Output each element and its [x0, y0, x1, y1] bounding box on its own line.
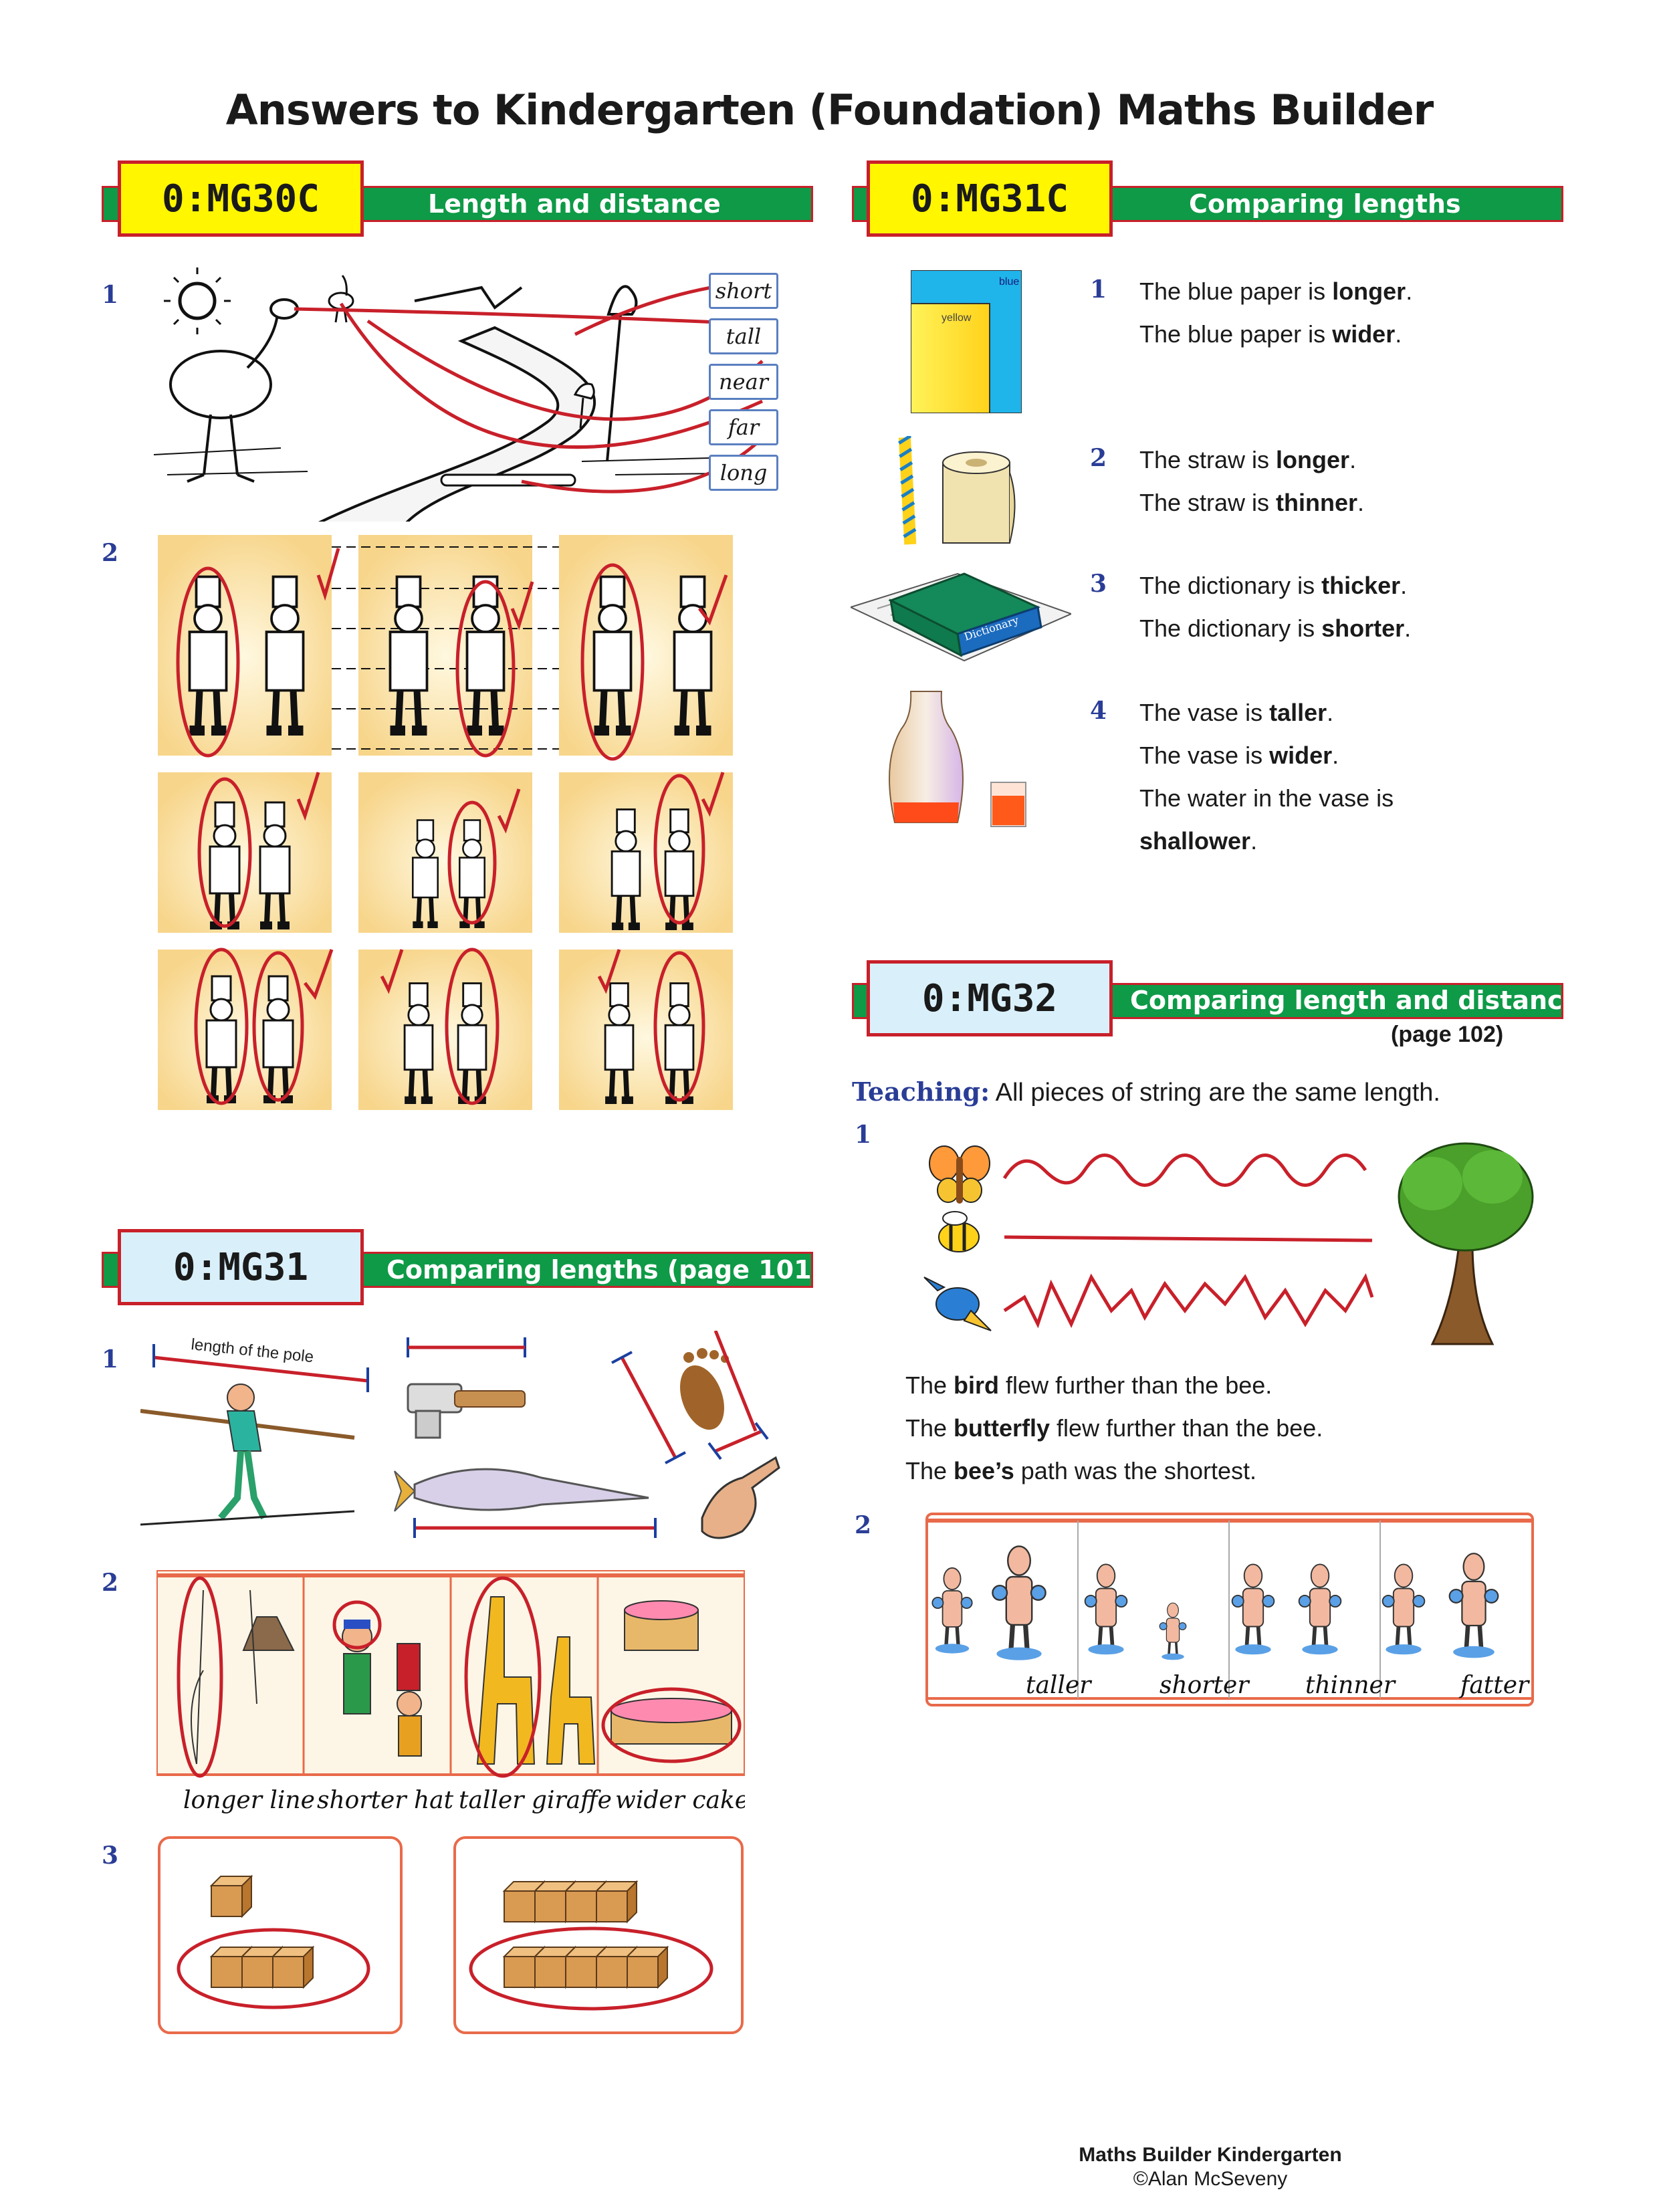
word-card: near — [709, 364, 778, 400]
question-number: 2 — [102, 539, 119, 567]
blue-paper-label: blue — [999, 276, 1019, 288]
question-number: 1 — [102, 281, 119, 309]
cake-panel — [611, 1600, 732, 1745]
cube-comparison-panels — [158, 1836, 744, 2034]
question-number: 2 — [855, 1511, 872, 1539]
q2-label: shorter — [1159, 1672, 1250, 1699]
footprint-icon — [680, 1348, 729, 1430]
section-code-mg32: 0:MG32 — [867, 960, 1113, 1036]
teaching-text: All pieces of string are the same length… — [995, 1079, 1440, 1107]
question-number: 3 — [102, 1842, 119, 1870]
fishing-panel — [191, 1589, 295, 1765]
length-measure-pictures: length of the pole — [140, 1331, 780, 1539]
page-reference: (page 102) — [1391, 1022, 1504, 1047]
robot-comparison-panels: taller shorter thinner fatter — [925, 1513, 1534, 1706]
section-title-mg31: Comparing lengths (page 101) — [386, 1255, 823, 1285]
straw-and-roll — [898, 436, 1016, 545]
word-card: short — [709, 273, 778, 309]
q2-label: longer line — [183, 1787, 315, 1814]
length-distance-scene — [153, 267, 764, 522]
q2-label: taller — [1026, 1672, 1092, 1699]
fish-icon — [394, 1468, 649, 1512]
sun-icon — [164, 267, 231, 334]
answer-line: The dictionary is shorter. — [1139, 615, 1412, 642]
mushroom-tall — [606, 285, 638, 462]
answer-line: The vase is wider. — [1139, 742, 1339, 769]
flight-paths-picture — [923, 1142, 1534, 1345]
q2-label: fatter — [1458, 1672, 1530, 1699]
pole-label: length of the pole — [190, 1335, 314, 1366]
giraffe-panel — [476, 1596, 596, 1765]
pointing-hand-icon — [701, 1456, 780, 1539]
dictionary-on-newspaper: Dictionary — [851, 572, 1071, 662]
question-number: 2 — [102, 1569, 119, 1597]
section-code-mg31: 0:MG31 — [118, 1229, 364, 1305]
q2-label: shorter hat — [317, 1787, 454, 1814]
answer-line: The dictionary is thicker. — [1139, 572, 1408, 599]
word-card: long — [709, 455, 778, 491]
section-title-mg30c: Length and distance — [428, 189, 721, 219]
answer-line: The straw is thinner. — [1139, 489, 1365, 516]
answer-lines — [294, 279, 764, 493]
bird-icon — [923, 1277, 992, 1331]
answer-line: The blue paper is wider. — [1139, 320, 1402, 348]
question-number: 1 — [102, 1345, 119, 1373]
section-title-mg32: Comparing length and distance — [1130, 986, 1580, 1015]
q2-label: thinner — [1305, 1672, 1396, 1699]
vase-and-glass — [889, 691, 1026, 827]
mushroom-short — [573, 382, 595, 429]
paper-roll — [942, 451, 1016, 544]
caterpillar — [440, 473, 576, 487]
compare-four-panels: longer line shorter hat taller giraffe w… — [156, 1570, 745, 1814]
question-number: 4 — [1090, 697, 1107, 725]
answer-line: The water in the vase is — [1139, 784, 1394, 812]
yellow-paper-label: yellow — [942, 312, 972, 324]
teaching-label: Teaching: — [852, 1077, 990, 1107]
hat-panel — [342, 1620, 422, 1757]
winding-road — [318, 326, 596, 522]
q2-label: wider cake — [615, 1787, 745, 1814]
question-number: 1 — [855, 1121, 872, 1149]
emu-near — [169, 298, 299, 483]
word-card: tall — [709, 318, 778, 354]
straw — [898, 436, 917, 545]
section-code-mg30c: 0:MG30C — [118, 160, 364, 237]
mg32-answer-2: The butterfly flew further than the bee. — [905, 1414, 1323, 1442]
question-number: 1 — [1090, 275, 1107, 304]
answer-line: The vase is taller. — [1139, 699, 1334, 726]
paper-rectangles: blue yellow — [911, 270, 1022, 413]
answer-line: The straw is longer. — [1139, 446, 1357, 473]
section-title-mg31c: Comparing lengths — [1189, 189, 1461, 219]
mg32-answer-1: The bird flew further than the bee. — [905, 1371, 1273, 1399]
soldier-comparison-grid — [158, 535, 733, 1110]
answer-line: The blue paper is longer. — [1139, 278, 1413, 305]
flight-paths — [1002, 1153, 1374, 1329]
section-code-mg31c: 0:MG31C — [867, 160, 1113, 237]
mg32-answer-3: The bee’s path was the shortest. — [905, 1457, 1256, 1484]
tightrope-walker — [140, 1384, 355, 1526]
hammer-icon — [407, 1383, 526, 1439]
page-title: Answers to Kindergarten (Foundation) Mat… — [225, 86, 1434, 134]
footer-copyright: ©Alan McSeveny — [1133, 2168, 1288, 2190]
bee-icon — [938, 1211, 980, 1252]
answer-line: shallower. — [1139, 827, 1258, 855]
q2-label: taller giraffe — [459, 1787, 612, 1814]
butterfly-icon — [929, 1145, 990, 1204]
word-card: far — [709, 409, 778, 445]
question-number: 2 — [1090, 444, 1107, 472]
question-number: 3 — [1090, 570, 1107, 598]
teaching-note: Teaching: All pieces of string are the s… — [852, 1077, 1440, 1107]
footer-title: Maths Builder Kindergarten — [1079, 2144, 1342, 2166]
tree-icon — [1398, 1142, 1534, 1345]
